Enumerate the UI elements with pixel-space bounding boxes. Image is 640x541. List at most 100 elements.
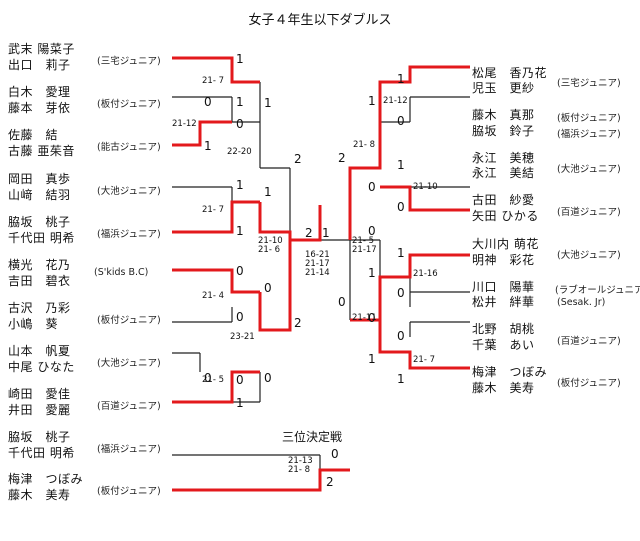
- team-club: (三宅ジュニア): [97, 56, 161, 67]
- match-score: 21- 5: [202, 375, 224, 385]
- team-club: (百道ジュニア): [97, 401, 161, 412]
- team-club: (板付ジュニア): [97, 315, 161, 326]
- team-player: 古藤 亜茱音: [8, 144, 75, 158]
- game-count: 1: [368, 266, 376, 280]
- game-count: 1: [204, 139, 212, 153]
- team-club: (福浜ジュニア): [97, 444, 161, 455]
- game-count: 1: [264, 96, 272, 110]
- match-score: 21-12: [383, 96, 408, 106]
- team-player: 永江 美穂: [472, 151, 535, 165]
- team-player: 山本 帆夏: [8, 344, 71, 358]
- game-count: 1: [236, 178, 244, 192]
- game-count: 0: [397, 286, 405, 300]
- game-count: 1: [236, 224, 244, 238]
- team-club: (板付ジュニア): [97, 486, 161, 497]
- game-count: 0: [236, 117, 244, 131]
- game-count: 0: [331, 447, 339, 461]
- team-club: (大池ジュニア): [557, 250, 621, 261]
- team-player: 佐藤 結: [8, 128, 59, 142]
- match-score: 21- 7: [413, 355, 435, 365]
- team-player: 脇坂 桃子: [8, 215, 71, 229]
- team-player: 古田 紗愛: [472, 193, 535, 207]
- team-player: 小嶋 葵: [8, 317, 59, 331]
- team-player: 梅津 つぼみ: [472, 365, 548, 379]
- match-score: 21-10: [413, 182, 438, 192]
- team-club: (板付ジュニア): [557, 378, 621, 389]
- team-player: 藤本 芽依: [8, 101, 71, 115]
- game-count: 0: [368, 311, 376, 325]
- team-player: 山﨑 結羽: [8, 188, 71, 202]
- team-player: 藤木 真那: [472, 108, 535, 122]
- team-player: 武末 陽菜子: [8, 42, 75, 56]
- game-count: 0: [236, 264, 244, 278]
- team-player: 松尾 香乃花: [472, 66, 548, 80]
- team-player: 松井 絆華: [472, 295, 535, 309]
- team-player: 脇坂 桃子: [8, 430, 71, 444]
- team-player: 藤木 美寿: [472, 381, 535, 395]
- team-player: 井田 愛麗: [8, 403, 71, 417]
- page-title: 女子４年生以下ダブルス: [248, 13, 392, 28]
- team-club: (ラブオールジュニア): [555, 285, 640, 296]
- game-count: 1: [236, 396, 244, 410]
- team-player: 千代田 明希: [8, 446, 75, 460]
- match-score: 21- 4: [202, 291, 224, 301]
- team-club: (板付ジュニア): [97, 99, 161, 110]
- team-club: (大池ジュニア): [557, 164, 621, 175]
- team-player: 中尾 ひなた: [8, 360, 75, 374]
- team-club: (S'kids B.C): [94, 267, 149, 278]
- team-club: (百道ジュニア): [557, 336, 621, 347]
- team-club: (福浜ジュニア): [97, 229, 161, 240]
- match-score: 21- 8: [353, 140, 375, 150]
- team-club: (能古ジュニア): [97, 142, 161, 153]
- third-place-label: 三位決定戦: [282, 430, 343, 444]
- game-count: 1: [368, 94, 376, 108]
- team-player: 梅津 つぼみ: [8, 472, 84, 486]
- match-score: 21- 5 21-17: [352, 236, 377, 255]
- game-count: 1: [397, 246, 405, 260]
- team-club: (三宅ジュニア): [557, 78, 621, 89]
- match-score: 23-21: [230, 332, 255, 342]
- team-player: 矢田 ひかる: [472, 209, 539, 223]
- game-count: 2: [305, 226, 313, 240]
- team-player: 永江 美結: [472, 166, 535, 180]
- team-player: 古沢 乃彩: [8, 301, 71, 315]
- game-count: 0: [264, 371, 272, 385]
- game-count: 0: [204, 371, 212, 385]
- game-count: 1: [236, 95, 244, 109]
- team-player: 横光 花乃: [8, 258, 71, 272]
- team-club: (板付ジュニア): [557, 113, 621, 124]
- game-count: 1: [322, 226, 330, 240]
- team-player: 藤木 美寿: [8, 488, 71, 502]
- team-player: 川口 陽華: [472, 280, 535, 294]
- team-player: 千代田 明希: [8, 231, 75, 245]
- match-score: 21- 7: [202, 76, 224, 86]
- match-score: 21-10 21- 6: [258, 236, 283, 255]
- match-score: 21-12: [172, 119, 197, 129]
- match-score: 21-16: [413, 269, 438, 279]
- game-count: 1: [368, 352, 376, 366]
- team-player: 北野 胡桃: [472, 322, 535, 336]
- game-count: 2: [294, 316, 302, 330]
- game-count: 0: [397, 200, 405, 214]
- game-count: 0: [397, 329, 405, 343]
- game-count: 1: [264, 185, 272, 199]
- team-player: 白木 愛理: [8, 85, 71, 99]
- team-player: 千葉 あい: [472, 338, 535, 352]
- final-score: 16-21 21-17 21-14: [305, 250, 330, 278]
- game-count: 0: [397, 114, 405, 128]
- game-count: 0: [338, 295, 346, 309]
- game-count: 0: [204, 95, 212, 109]
- match-score: 21-11: [352, 313, 377, 323]
- team-club: (大池ジュニア): [97, 358, 161, 369]
- game-count: 1: [236, 52, 244, 66]
- game-count: 0: [264, 281, 272, 295]
- team-player: 大川内 萌花: [472, 237, 539, 251]
- game-count: 0: [236, 373, 244, 387]
- game-count: 2: [294, 152, 302, 166]
- game-count: 1: [397, 372, 405, 386]
- game-count: 0: [368, 224, 376, 238]
- team-player: 出口 莉子: [8, 58, 71, 72]
- game-count: 2: [326, 475, 334, 489]
- game-count: 1: [397, 158, 405, 172]
